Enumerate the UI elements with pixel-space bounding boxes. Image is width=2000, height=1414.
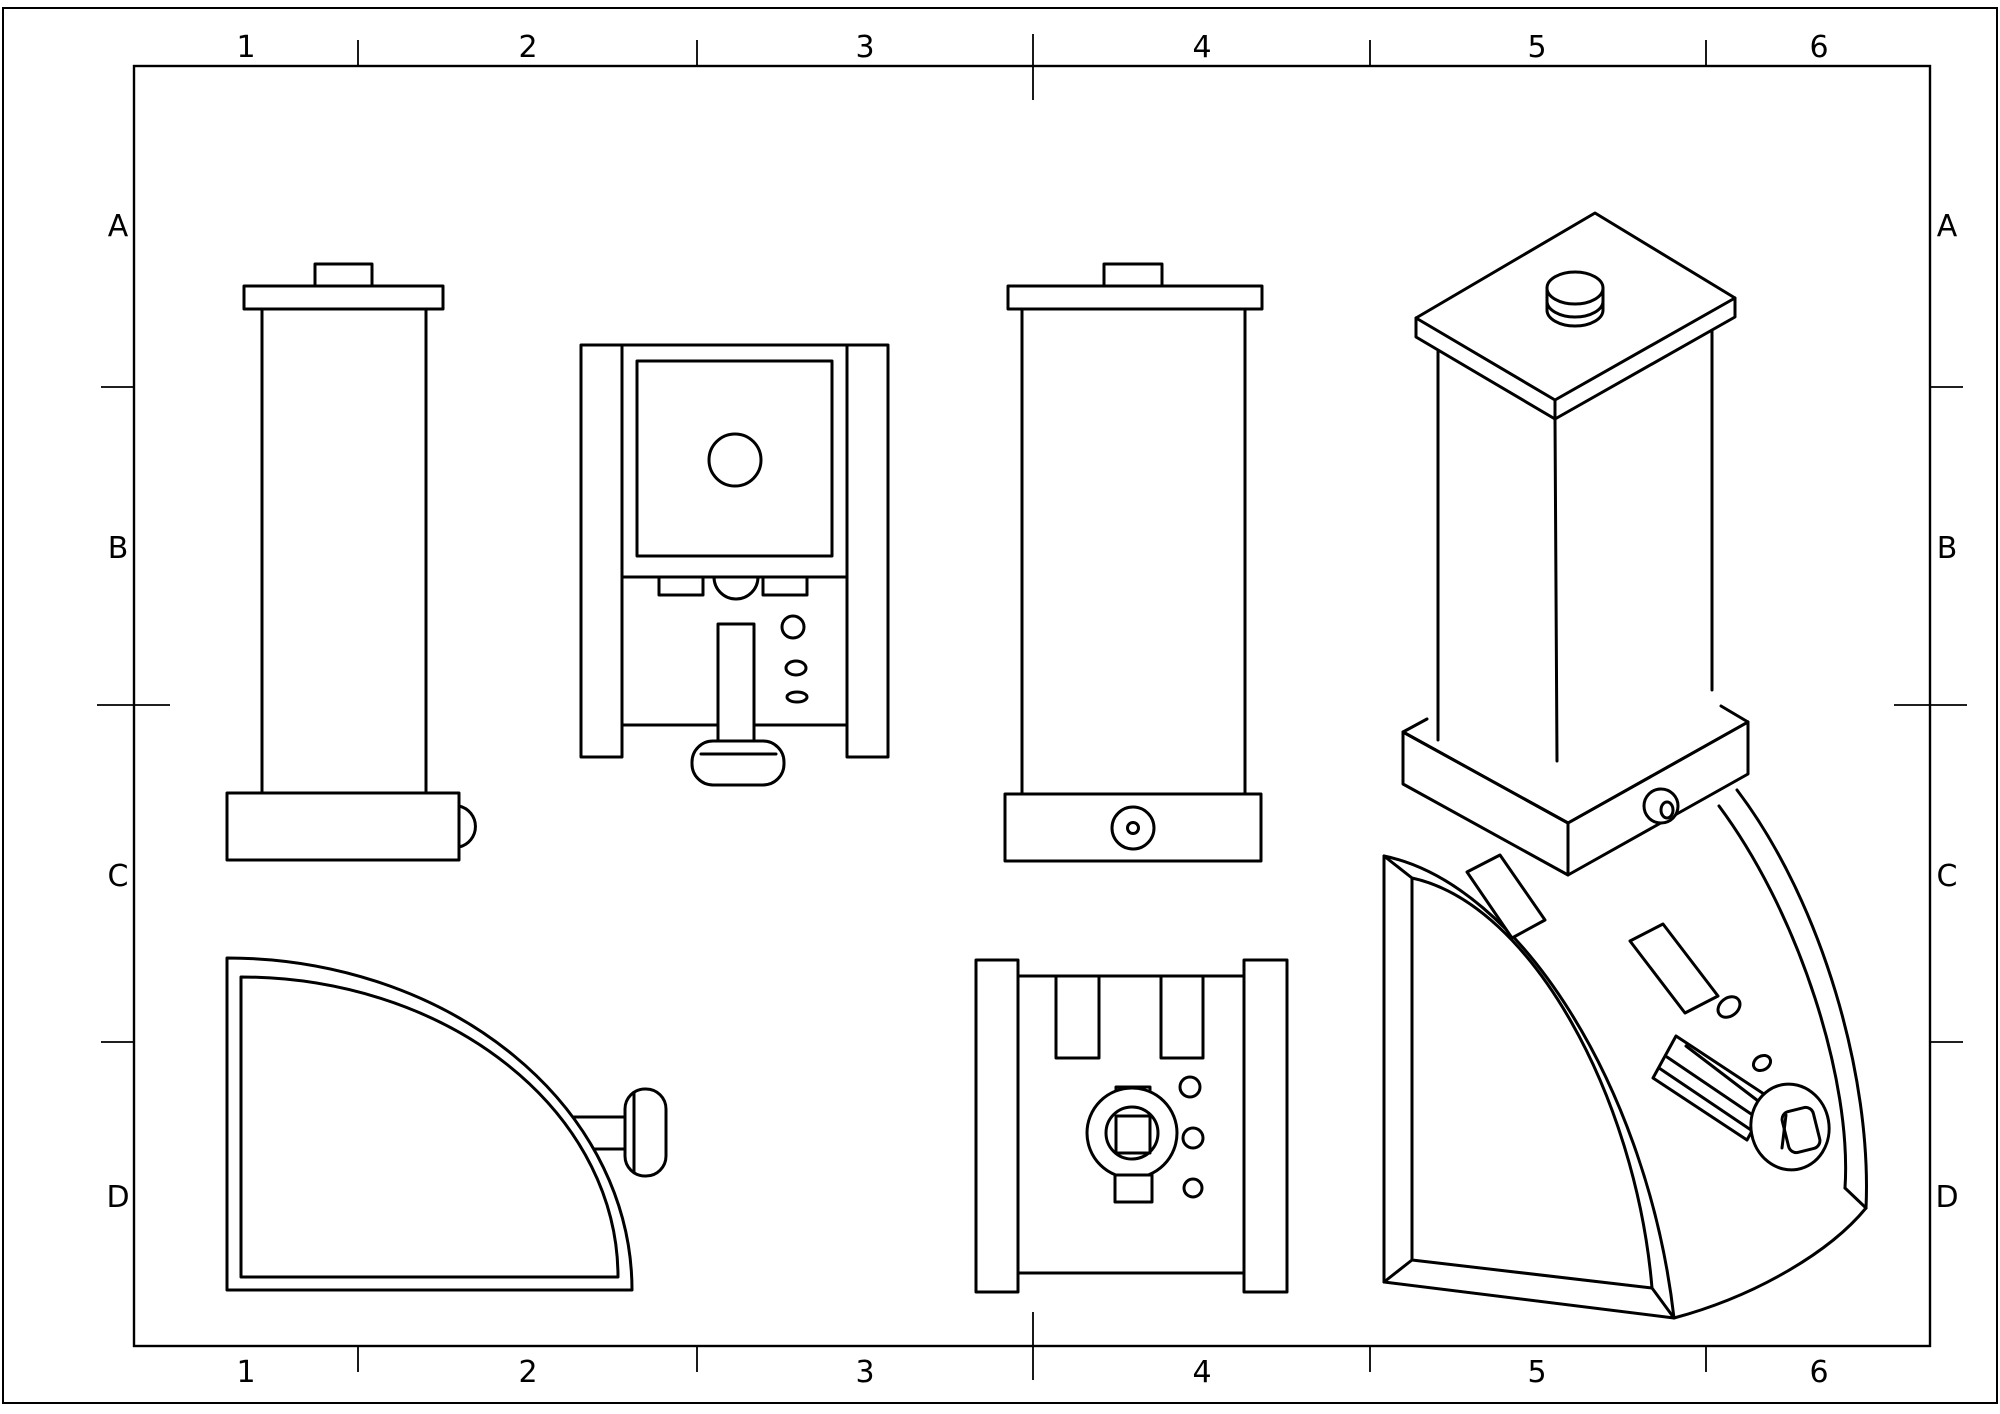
side-plate-right <box>1242 958 1289 1294</box>
zone-labels: 1 2 3 4 5 6 1 2 3 4 5 6 A B C D A B C D <box>106 30 1958 1390</box>
knob-head <box>690 739 786 787</box>
iso-left-plate-ends <box>1382 854 1676 1320</box>
hole-1 <box>1178 1075 1202 1099</box>
hub-key-bottom <box>1113 1173 1154 1204</box>
col-label-top-4: 4 <box>1192 30 1211 65</box>
side-plate-right-edge <box>845 343 890 759</box>
row-label-left-b: B <box>108 531 129 566</box>
iso-bottom-edge <box>1672 1206 1868 1320</box>
column-base <box>1003 792 1263 863</box>
iso-deck-slot-lower <box>1628 922 1720 1015</box>
column-flange <box>1006 284 1264 311</box>
boss-hole <box>707 432 763 488</box>
iso-slab-button-face <box>1659 800 1675 820</box>
screw-shaft <box>716 622 756 745</box>
row-label-left-c: C <box>108 859 129 894</box>
iso-right-rim-outer <box>1735 788 1868 1210</box>
tick-top <box>357 40 1707 66</box>
col-label-bottom-6: 6 <box>1809 1355 1828 1390</box>
iso-right-rim-tip <box>1843 1186 1868 1210</box>
pin-hole-3 <box>785 690 809 704</box>
hole-3 <box>1182 1177 1204 1199</box>
pin-hole-1 <box>780 614 806 640</box>
iso-shaft-knurl <box>1657 1044 1768 1132</box>
slot-right <box>1159 974 1205 1060</box>
side-view-column <box>1003 262 1264 863</box>
iso-right-rim-inner <box>1717 804 1848 1190</box>
quarter-base-view <box>225 956 668 1292</box>
sheet-border <box>2 7 1998 1404</box>
tick-right <box>1930 386 1963 1043</box>
pin-hole-2 <box>784 659 808 677</box>
col-label-bottom-5: 5 <box>1527 1355 1546 1390</box>
col-label-bottom-2: 2 <box>518 1355 537 1390</box>
col-label-top-5: 5 <box>1527 30 1546 65</box>
slot-end-right <box>761 575 809 597</box>
col-label-top-2: 2 <box>518 30 537 65</box>
iso-flange-slab <box>1401 720 1750 877</box>
col-label-top-1: 1 <box>236 30 255 65</box>
iso-cap-knob-top <box>1545 270 1605 306</box>
iso-deck-hole-1 <box>1716 995 1742 1019</box>
slot-end-left <box>657 575 705 597</box>
bottom-view <box>974 958 1289 1294</box>
iso-screw-socket <box>1780 1105 1822 1155</box>
hub-square-socket <box>1114 1114 1152 1155</box>
tick-left <box>101 386 134 1043</box>
iso-flange-slab-edges <box>1401 704 1750 877</box>
quarter-outline-outer <box>225 956 634 1292</box>
isometric-view <box>1382 211 1868 1320</box>
iso-left-plate-outer <box>1382 854 1676 1320</box>
cap-plate-outline <box>620 343 849 579</box>
knob-stem-lines <box>568 1115 627 1151</box>
column-base <box>225 791 461 862</box>
iso-column-edges <box>1436 328 1714 763</box>
iso-deck-hole-2 <box>1751 1053 1773 1073</box>
tick-bottom <box>357 1346 1707 1372</box>
column-flange <box>242 284 445 311</box>
iso-deck-slot-upper <box>1465 853 1547 940</box>
iso-cap-plate-edges <box>1414 296 1737 421</box>
cap-plate-inner <box>635 359 834 558</box>
side-plate-left-edge <box>579 343 624 759</box>
inner-border <box>132 64 1932 1348</box>
row-label-left-d: D <box>106 1180 129 1215</box>
hole-2 <box>1181 1126 1205 1150</box>
col-label-top-3: 3 <box>855 30 874 65</box>
slot-left <box>1054 974 1101 1060</box>
base-hole-center <box>1126 821 1140 835</box>
shaft-arc <box>712 575 760 601</box>
side-plate-left <box>974 958 1020 1294</box>
knob-capsule <box>623 1087 668 1178</box>
column-body <box>1020 307 1247 796</box>
column-top-boss <box>1102 262 1164 288</box>
quarter-outline-inner <box>239 975 620 1279</box>
row-label-right-b: B <box>1937 531 1958 566</box>
base-side-lug <box>457 804 477 849</box>
row-label-right-c: C <box>1937 859 1958 894</box>
col-label-bottom-1: 1 <box>236 1355 255 1390</box>
row-label-right-a: A <box>1937 209 1958 244</box>
col-label-bottom-4: 4 <box>1192 1355 1211 1390</box>
base-hole-outer <box>1110 805 1156 851</box>
row-label-right-d: D <box>1935 1180 1958 1215</box>
row-label-left-a: A <box>108 209 129 244</box>
iso-left-plate-inner <box>1410 876 1654 1290</box>
col-label-bottom-3: 3 <box>855 1355 874 1390</box>
front-view-column <box>225 262 477 862</box>
column-body <box>260 307 428 795</box>
top-view <box>579 343 890 787</box>
iso-screw-socket-wall <box>1780 1113 1788 1150</box>
outer-border <box>2 7 1998 1404</box>
hub-ring <box>1104 1105 1160 1161</box>
col-label-top-6: 6 <box>1809 30 1828 65</box>
iso-cap-knob-rim <box>1545 299 1605 319</box>
column-top-boss <box>313 262 374 288</box>
zone-ticks <box>97 34 1967 1380</box>
